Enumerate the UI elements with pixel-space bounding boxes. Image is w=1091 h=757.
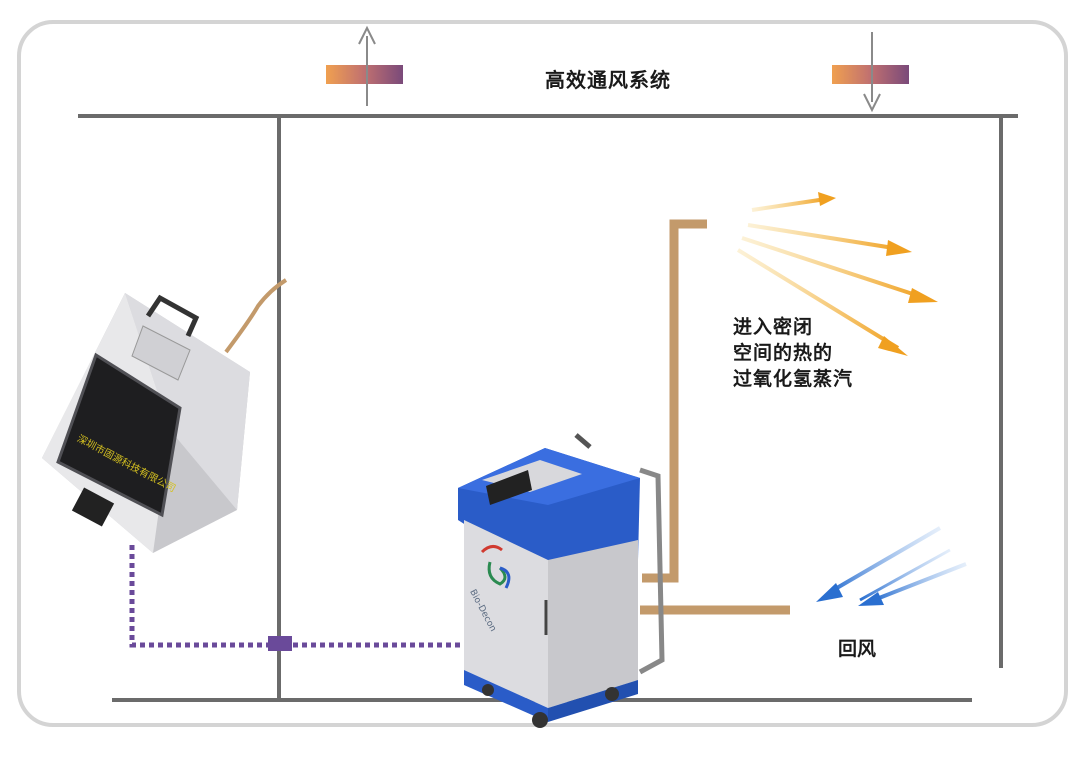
ventilation-system-label: 高效通风系统	[545, 68, 671, 92]
decon-machine	[458, 433, 665, 728]
vapor-arrows	[736, 192, 938, 356]
vapor-duct	[640, 219, 790, 615]
monitor-port	[71, 487, 115, 527]
exhaust-vent	[326, 25, 403, 106]
signal-cable	[129, 545, 462, 651]
vapor-entering-label: 进入密闭 空间的热的 过氧化氢蒸汽	[733, 316, 854, 390]
intake-vent	[832, 32, 909, 113]
return-air-arrows	[816, 526, 967, 606]
monitor-tube	[224, 278, 288, 354]
machine-screen	[486, 470, 532, 505]
return-air-label: 回风	[838, 638, 877, 660]
monitor-handle	[145, 294, 200, 338]
monitor-device	[42, 293, 250, 553]
monitor-screen	[56, 352, 182, 518]
machine-logo	[480, 545, 511, 589]
